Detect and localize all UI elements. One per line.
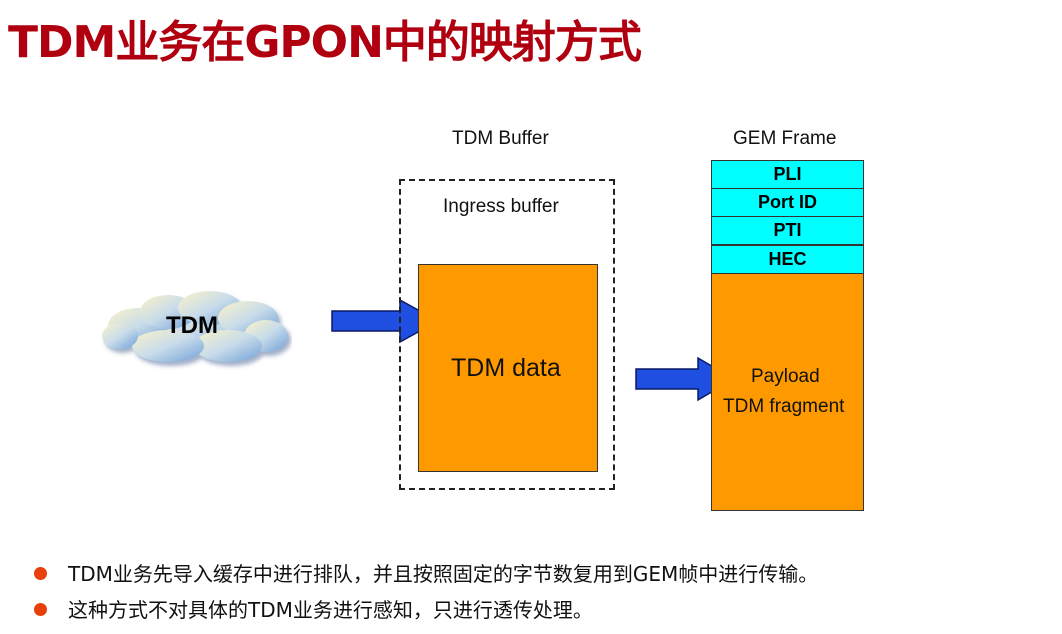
tdm-data-label: TDM data bbox=[451, 354, 561, 382]
gem-header-hec: HEC bbox=[711, 245, 864, 274]
tdm-source-label: TDM bbox=[166, 312, 218, 339]
gem-header-pti: PTI bbox=[711, 216, 864, 245]
page-title: TDM业务在GPON中的映射方式 bbox=[8, 17, 642, 68]
bullet-text: 这种方式不对具体的TDM业务进行感知，只进行透传处理。 bbox=[68, 598, 593, 622]
tdm-buffer-label: TDM Buffer bbox=[452, 128, 549, 149]
tdm-cloud-icon bbox=[102, 291, 288, 362]
payload-sublabel: TDM fragment bbox=[723, 396, 845, 417]
gem-payload-block bbox=[711, 273, 864, 511]
payload-label: Payload bbox=[751, 366, 820, 387]
gem-frame-label: GEM Frame bbox=[733, 128, 837, 149]
ingress-buffer-box bbox=[399, 179, 615, 490]
gem-header-pli: PLI bbox=[711, 160, 864, 189]
bullet-dot-icon bbox=[34, 603, 47, 616]
ingress-buffer-label: Ingress buffer bbox=[443, 196, 559, 217]
tdm-data-block bbox=[418, 264, 598, 472]
bullet-dot-icon bbox=[34, 567, 47, 580]
gem-header-port-id: Port ID bbox=[711, 188, 864, 217]
bullet-text: TDM业务先导入缓存中进行排队，并且按照固定的字节数复用到GEM帧中进行传输。 bbox=[68, 562, 819, 586]
